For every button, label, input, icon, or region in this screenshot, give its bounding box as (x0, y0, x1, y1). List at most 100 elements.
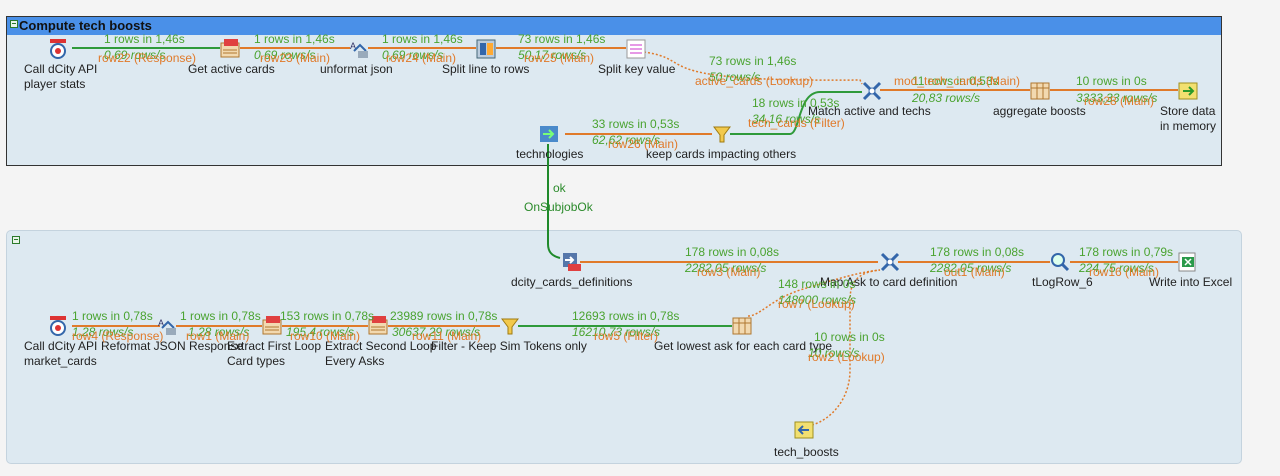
link-stats-rate: 0,69 rows/s (104, 48, 166, 62)
link-stats-rate: 0,69 rows/s (382, 48, 444, 62)
hash-input-icon[interactable] (794, 420, 814, 440)
component-label-unformat-json: unformat json (320, 62, 393, 76)
link-stats-rows: 1 rows in 0,78s (72, 309, 153, 323)
link-stats-rows: 148 rows in 0s (778, 277, 856, 291)
aggregate-icon[interactable] (1030, 81, 1050, 101)
link-stats-rows: 1 rows in 1,46s (382, 32, 463, 46)
link-label[interactable]: mod_tech_cards (Main) (894, 74, 1021, 88)
aggregate-icon[interactable] (732, 316, 752, 336)
link-label[interactable]: row3 (Main) (697, 265, 761, 279)
link-label[interactable]: active_cards (Lookup) (695, 74, 814, 88)
logrow-icon[interactable] (1050, 252, 1070, 272)
hash-output-icon[interactable] (1178, 81, 1198, 101)
link-label[interactable]: row25 (Main) (524, 51, 595, 65)
link-stats-rate: 10 rows/s (808, 346, 860, 360)
link-label[interactable]: row28 (Main) (1084, 94, 1155, 108)
link-stats-rows: 11 rows in 0,53s (912, 74, 999, 88)
link-label[interactable]: tech_cards (Filter) (748, 116, 845, 130)
link-label[interactable]: row22 (Response) (98, 51, 197, 65)
subjob-market-cards[interactable] (6, 230, 1242, 464)
wire-m5 (811, 269, 881, 426)
wire-trigger (547, 144, 561, 259)
link-stats-rows: 1 rows in 1,46s (254, 32, 335, 46)
link-stats-rows: 10 rows in 0s (814, 330, 885, 344)
link-stats-rate: 195,4 rows/s (286, 325, 355, 339)
filter-icon[interactable] (500, 316, 520, 336)
link-label[interactable]: row1 (Main) (186, 329, 250, 343)
file-input-json-icon[interactable] (562, 252, 582, 272)
component-label-keep-cards: keep cards impacting others (646, 147, 797, 161)
component-label-tlogrow: tLogRow_6 (1032, 275, 1093, 289)
link-stats-rows: 1 rows in 0,78s (180, 309, 261, 323)
wire-l5 (643, 51, 863, 85)
link-stats-rows: 23989 rows in 0,78s (390, 309, 498, 323)
replace-icon[interactable]: A (158, 316, 178, 336)
component-label-filter-sim: Filter - Keep Sim Tokens only (431, 339, 587, 353)
component-label-aggregate-boosts: aggregate boosts (993, 104, 1086, 118)
collapse-icon[interactable] (10, 20, 18, 28)
link-label[interactable]: row16 (Main) (1089, 265, 1160, 279)
link-stats-rows: 178 rows in 0,79s (1079, 245, 1174, 259)
excel-output-icon[interactable] (1178, 252, 1198, 272)
link-stats-rate: 2282,05 rows/s (685, 261, 767, 275)
component-label-match-active: Match active and techs (808, 104, 931, 118)
component-label-tech-boosts: tech_boosts (774, 445, 839, 459)
component-label-split-key-value: Split key value (598, 62, 676, 76)
extract-delimited-icon[interactable] (626, 39, 646, 59)
link-stats-rows: 1 rows in 1,46s (104, 32, 185, 46)
component-label-dcity-cards: dcity_cards_definitions (511, 275, 633, 289)
json-extract-icon[interactable] (262, 316, 282, 336)
link-stats-rate: 50 rows/s (709, 70, 761, 84)
svg-text:A: A (350, 41, 356, 51)
link-stats-rate: 62,62 rows/s (592, 133, 661, 147)
link-stats-rows: 153 rows in 0,78s (280, 309, 375, 323)
wire-l7 (730, 91, 862, 135)
replace-icon[interactable]: A (350, 39, 370, 59)
fixed-flow-input-icon[interactable] (540, 124, 560, 144)
link-label[interactable]: row4 (Response) (72, 329, 164, 343)
component-label-reformat-json: Reformat JSON Response (101, 339, 244, 353)
link-label[interactable]: row26 (Main) (608, 137, 679, 151)
link-label[interactable]: row10 (Main) (290, 329, 361, 343)
link-stats-rate: 1,28 rows/s (72, 325, 134, 339)
rest-api-icon[interactable] (48, 39, 68, 59)
link-stats-rate: 16210,73 rows/s (572, 325, 661, 339)
link-stats-rows: 33 rows in 0,53s (592, 117, 680, 131)
link-stats-rows: 178 rows in 0,08s (685, 245, 780, 259)
component-label-split-line: Split line to rows (442, 62, 530, 76)
link-stats-rows: 18 rows in 0,53s (752, 96, 840, 110)
link-stats-rate: 20,83 rows/s (912, 91, 981, 105)
json-extract-icon[interactable] (220, 39, 240, 59)
filter-icon[interactable] (712, 124, 732, 144)
link-stats-rate: 2282,05 rows/s (930, 261, 1012, 275)
link-stats-rate: 3333,33 rows/s (1076, 91, 1158, 105)
link-stats-rate: 1,28 rows/s (188, 325, 250, 339)
component-label-get-active-cards: Get active cards (188, 62, 275, 76)
link-stats-rate: 30637,29 rows/s (392, 325, 481, 339)
trigger-label[interactable]: OnSubjobOk (524, 200, 593, 214)
tmap-icon[interactable] (880, 252, 900, 272)
link-stats-rows: 10 rows in 0s (1076, 74, 1147, 88)
tmap-icon[interactable] (862, 81, 882, 101)
link-label[interactable]: row23 (Main) (260, 51, 331, 65)
link-label[interactable]: row5 (Filter) (594, 329, 659, 343)
link-label[interactable]: row2 (Lookup) (808, 350, 885, 364)
link-label[interactable]: row11 (Main) (412, 329, 482, 343)
json-extract-icon[interactable] (368, 316, 388, 336)
trigger-status: ok (553, 181, 566, 195)
svg-text:A: A (158, 318, 164, 328)
collapse-icon[interactable] (12, 236, 20, 244)
link-stats-rate: 0,69 rows/s (254, 48, 316, 62)
subjob-header[interactable]: Compute tech boosts (7, 17, 1221, 35)
rest-api-icon[interactable] (48, 316, 68, 336)
link-label[interactable]: row7 (Lookup) (778, 297, 855, 311)
component-label-write-excel: Write into Excel (1149, 275, 1233, 289)
link-label[interactable]: out1 (Main) (944, 265, 1005, 279)
link-stats-rows: 178 rows in 0,08s (930, 245, 1025, 259)
link-label[interactable]: row24 (Main) (386, 51, 457, 65)
normalize-icon[interactable] (476, 39, 496, 59)
